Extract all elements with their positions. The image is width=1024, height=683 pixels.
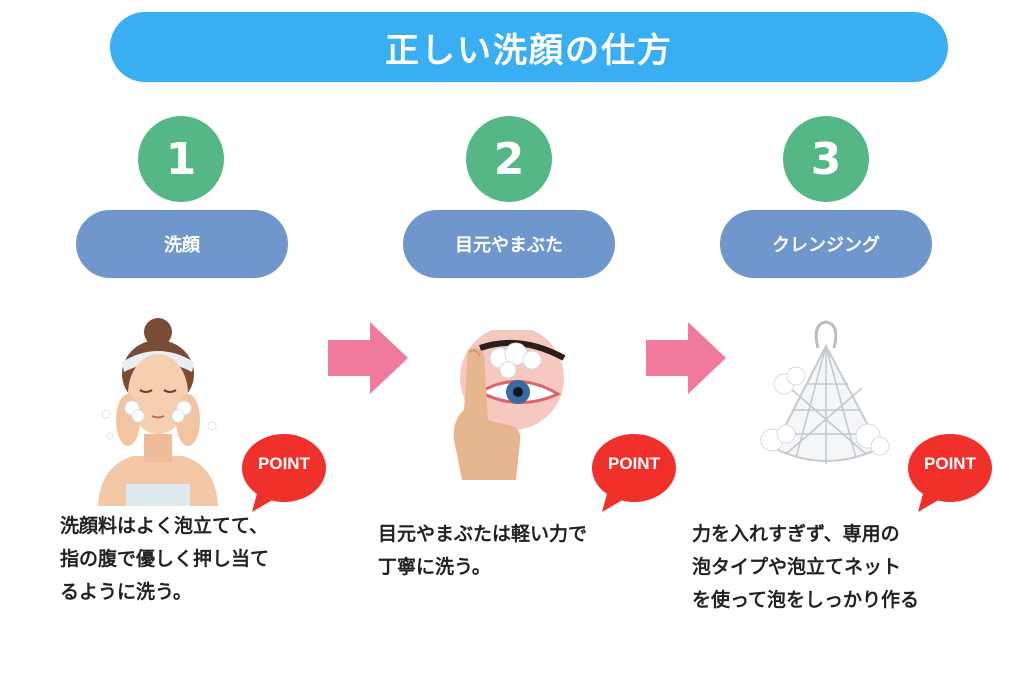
step-1-label: 洗顔 <box>76 210 288 278</box>
description-line: るように洗う。 <box>60 581 192 603</box>
description-line: 指の腹で優しく押し当て <box>60 548 270 570</box>
description-line: 力を入れすぎず、専用の <box>692 523 900 545</box>
step-3-number: 3 <box>783 116 869 202</box>
description-line: 目元やまぶたは軽い力で <box>378 523 588 545</box>
step-1-description: 洗顔料はよく泡立てて、 指の腹で優しく押し当て るように洗う。 <box>60 510 269 609</box>
title-banner: 正しい洗顔の仕方 <box>110 12 948 82</box>
point-badge-1 <box>242 434 326 512</box>
step-2-description: 目元やまぶたは軽い力で 丁寧に洗う。 <box>378 518 587 584</box>
woman-washing-face-icon <box>98 318 218 506</box>
point-label: POINT <box>258 454 310 473</box>
point-badge-2-label-wrap: POINT <box>590 432 678 512</box>
point-label: POINT <box>608 454 660 473</box>
description-line: 泡タイプや泡立てネット <box>692 556 902 578</box>
point-badge-3 <box>908 434 992 512</box>
step-2-label: 目元やまぶた <box>403 210 615 278</box>
description-line: を使って泡をしっかり作る <box>692 589 920 611</box>
step-3-description: 力を入れすぎず、専用の 泡タイプや泡立てネット を使って泡をしっかり作る <box>692 518 919 617</box>
finger-washing-eyelid-icon <box>453 330 566 480</box>
arrow-right-icon <box>646 322 726 394</box>
point-badge-3-label-wrap: POINT <box>906 432 994 512</box>
description-line: 丁寧に洗う。 <box>378 556 491 578</box>
page-title: 正しい洗顔の仕方 <box>385 30 673 71</box>
point-badge-2 <box>592 434 676 512</box>
description-line: 洗顔料はよく泡立てて、 <box>60 515 269 537</box>
point-label: POINT <box>924 454 976 473</box>
step-1-number: 1 <box>138 116 224 202</box>
foaming-net-icon <box>760 320 890 464</box>
arrow-right-icon <box>328 322 408 394</box>
point-badge-1-label-wrap: POINT <box>240 432 328 512</box>
step-2-number: 2 <box>466 116 552 202</box>
step-3-label: クレンジング <box>720 210 932 278</box>
